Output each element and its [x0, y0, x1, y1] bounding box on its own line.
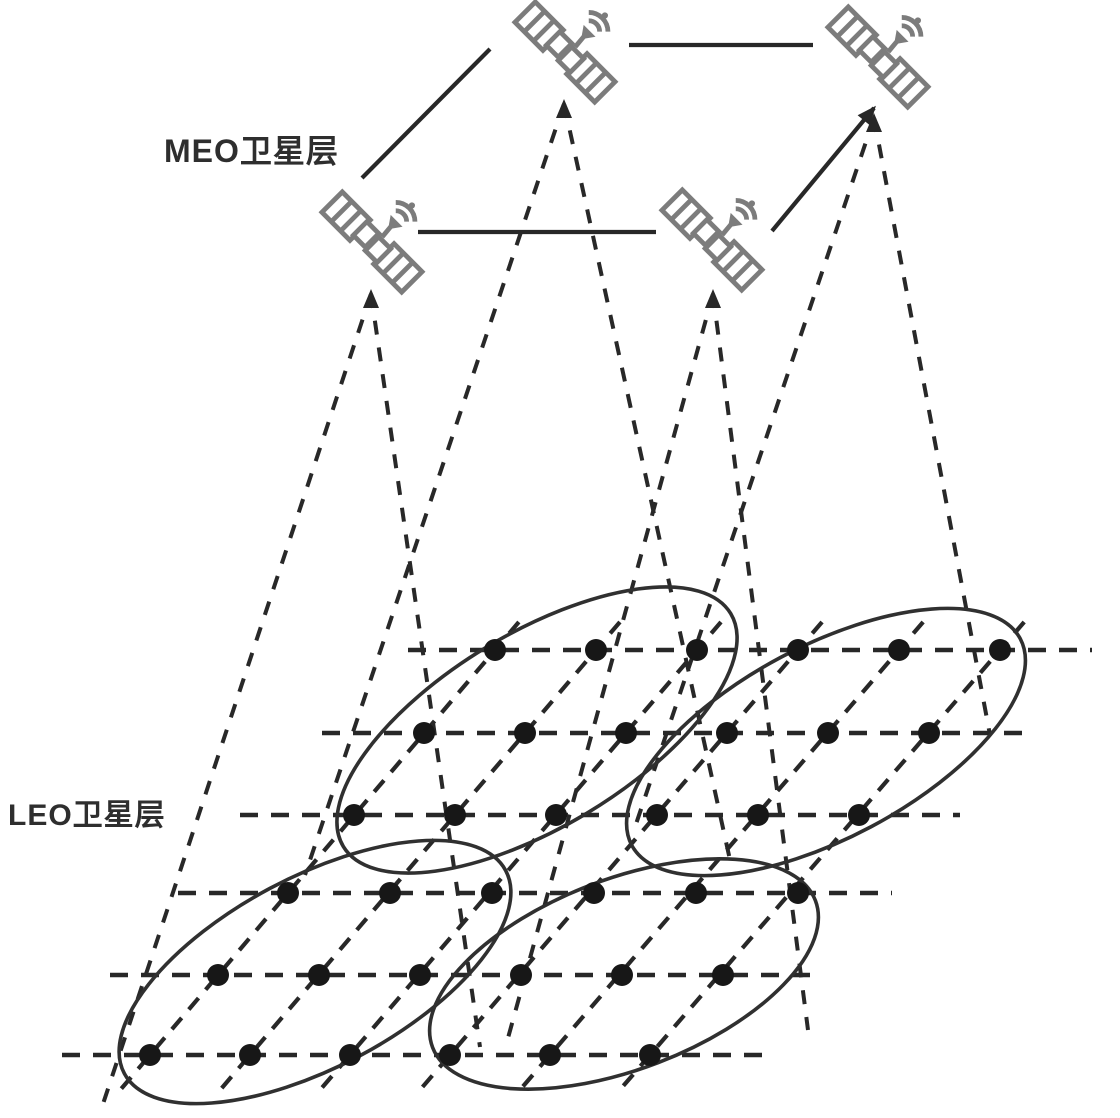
leo-satellite-node [481, 882, 503, 904]
cluster-layer [117, 585, 1028, 1106]
beam-cone-up-arrow-icon [556, 99, 572, 118]
leo-satellite-node [716, 722, 738, 744]
leo-satellite-node [545, 804, 567, 826]
leo-satellite-node [888, 639, 910, 661]
leo-satellite-node [409, 964, 431, 986]
leo-satellite-node [239, 1044, 261, 1066]
leo-satellite-node [277, 882, 299, 904]
leo-satellite-node [848, 804, 870, 826]
beam-cone-line [506, 293, 715, 1039]
beam-cone-line [98, 293, 373, 1114]
beam-cone-line [369, 293, 482, 1048]
beam-cone-line [632, 117, 876, 831]
meo-satellite-icon [515, 0, 645, 102]
leo-satellite-node [817, 722, 839, 744]
leo-satellite-node [413, 722, 435, 744]
meo-satellite-icon [662, 160, 792, 290]
leo-satellite-node [787, 639, 809, 661]
leo-satellite-node [510, 964, 532, 986]
leo-cluster-ellipse [335, 585, 739, 875]
leo-satellite-node [585, 639, 607, 661]
leo-layer-label: LEO卫星层 [8, 799, 166, 832]
leo-satellite-node [583, 882, 605, 904]
leo-orbit-diagonal-line [518, 620, 925, 1092]
leo-satellite-node [339, 1044, 361, 1066]
leo-satellite-node [686, 639, 708, 661]
leo-cluster-ellipse [117, 838, 513, 1106]
leo-satellite-node [514, 722, 536, 744]
leo-node-layer [139, 639, 1011, 1066]
beam-cone-line [872, 117, 992, 736]
inter-satellite-link [360, 47, 492, 180]
leo-satellite-node [539, 1044, 561, 1066]
leo-satellite-node [343, 804, 365, 826]
meo-satellite-icon [322, 162, 452, 292]
leo-cluster-ellipse [624, 606, 1028, 878]
leo-satellite-node [685, 882, 707, 904]
leo-satellite-node [207, 964, 229, 986]
leo-satellite-node [379, 882, 401, 904]
leo-satellite-node [989, 639, 1011, 661]
inter-satellite-link-layer [360, 42, 876, 235]
leo-orbit-diagonal-line [118, 620, 521, 1092]
leo-satellite-node [308, 964, 330, 986]
leo-satellite-node [615, 722, 637, 744]
leo-satellite-node [484, 639, 506, 661]
leo-orbit-diagonal-line [318, 620, 723, 1092]
beam-cone-up-arrow-icon [866, 113, 882, 132]
leo-satellite-node [444, 804, 466, 826]
leo-grid-diagonal-layer [118, 620, 1026, 1092]
beam-cone-line [562, 103, 732, 861]
leo-satellite-node [646, 804, 668, 826]
inter-satellite-link [770, 106, 876, 233]
leo-satellite-node [918, 722, 940, 744]
link-arrowhead-icon [857, 105, 876, 126]
leo-orbit-diagonal-line [418, 620, 824, 1092]
beam-cone-line [711, 293, 810, 1031]
leo-satellite-node [639, 1044, 661, 1066]
meo-layer-label: MEO卫星层 [164, 133, 339, 169]
meo-satellite-icon [828, 0, 958, 107]
leo-satellite-node [712, 964, 734, 986]
leo-satellite-node [139, 1044, 161, 1066]
beam-cone-up-arrow-icon [363, 289, 379, 308]
leo-satellite-node [747, 804, 769, 826]
leo-satellite-node [439, 1044, 461, 1066]
leo-satellite-node [787, 882, 809, 904]
leo-satellite-node [611, 964, 633, 986]
leo-grid-row-layer [62, 647, 1092, 1058]
beam-cone-layer [98, 99, 992, 1114]
beam-cone-up-arrow-icon [705, 289, 721, 308]
